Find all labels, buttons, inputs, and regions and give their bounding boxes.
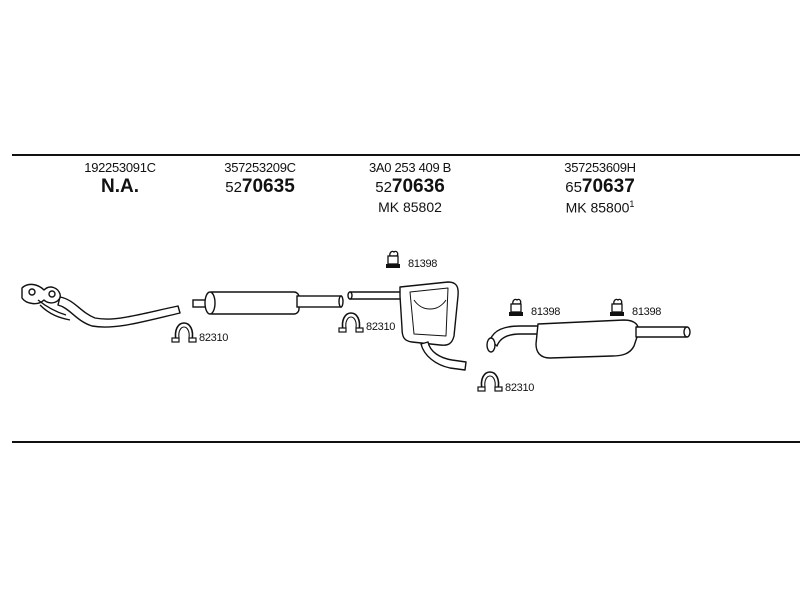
- part-number: 5270636: [375, 176, 445, 197]
- front-silencer: [192, 291, 344, 315]
- top-divider: [12, 154, 800, 156]
- part-number: 5270635: [225, 176, 295, 197]
- clamp-label: 82310: [199, 332, 229, 344]
- column-rear-silencer: 357253609H 6570637 MK 858001: [525, 161, 675, 215]
- mounting-kit-number: MK 858001: [565, 199, 635, 216]
- hanger-icon: [385, 250, 401, 269]
- column-front-silencer: 357253209C 5270635: [190, 161, 330, 196]
- not-available-label: N.A.: [101, 176, 139, 197]
- clamp-label: 82310: [505, 382, 535, 394]
- hanger-icon: [609, 298, 625, 317]
- oem-number: 192253091C: [84, 160, 156, 175]
- part-number: 6570637: [565, 176, 635, 197]
- column-middle-silencer: 3A0 253 409 B 5270636 MK 85802: [335, 161, 485, 214]
- oem-number: 357253209C: [224, 160, 296, 175]
- middle-silencer: [347, 281, 467, 371]
- clamp-icon: [477, 371, 503, 392]
- column-front-pipe: 192253091C N.A.: [60, 161, 180, 196]
- clamp-label: 82310: [366, 321, 396, 333]
- hanger-label: 81398: [531, 306, 561, 318]
- front-pipe: [21, 283, 181, 328]
- mounting-kit-number: MK 85802: [378, 199, 442, 215]
- hanger-label: 81398: [408, 258, 438, 270]
- rear-silencer: [486, 319, 691, 359]
- oem-number: 357253609H: [564, 160, 636, 175]
- hanger-label: 81398: [632, 306, 662, 318]
- hanger-icon: [508, 298, 524, 317]
- oem-number: 3A0 253 409 B: [368, 160, 452, 175]
- bottom-divider: [12, 441, 800, 443]
- clamp-icon: [338, 312, 364, 333]
- clamp-icon: [171, 322, 197, 343]
